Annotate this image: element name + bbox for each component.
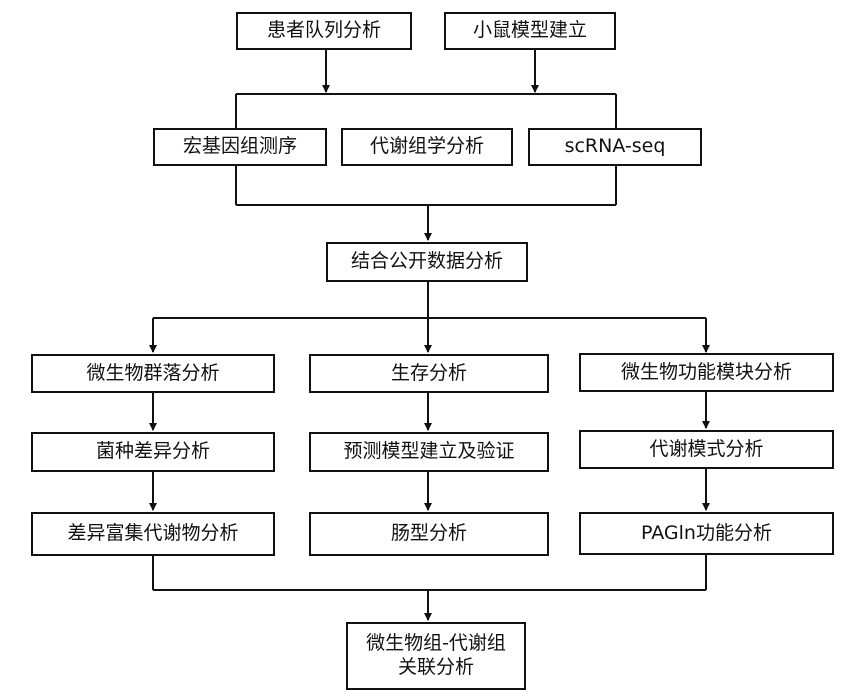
node-mouse-model: 小鼠模型建立 xyxy=(444,12,616,50)
node-patient-cohort: 患者队列分析 xyxy=(236,12,412,50)
node-label: 微生物群落分析 xyxy=(86,361,220,384)
node-metagenomics: 宏基因组测序 xyxy=(153,128,327,166)
node-label: 结合公开数据分析 xyxy=(350,250,503,273)
node-label: 微生物功能模块分析 xyxy=(620,360,792,383)
node-microbial-community: 微生物群落分析 xyxy=(31,354,275,393)
node-label: 差异富集代谢物分析 xyxy=(67,522,239,545)
node-pagln-function: PAGln功能分析 xyxy=(579,512,834,555)
node-survival: 生存分析 xyxy=(309,354,549,393)
node-label-line2: 关联分析 xyxy=(397,656,474,678)
node-label: PAGln功能分析 xyxy=(641,521,772,544)
node-metabolomics: 代谢组学分析 xyxy=(341,128,513,166)
node-enterotype: 肠型分析 xyxy=(309,512,549,556)
node-prediction-model: 预测模型建立及验证 xyxy=(309,432,549,472)
node-label: 肠型分析 xyxy=(390,522,467,545)
node-microbial-function: 微生物功能模块分析 xyxy=(579,353,834,392)
node-scrna-seq: scRNA-seq xyxy=(528,128,702,166)
node-label: 生存分析 xyxy=(390,361,467,384)
node-label: 宏基因组测序 xyxy=(182,135,297,158)
node-label: 菌种差异分析 xyxy=(95,440,210,463)
node-label: 代谢模式分析 xyxy=(649,437,764,460)
node-public-data: 结合公开数据分析 xyxy=(326,242,528,282)
node-label: scRNA-seq xyxy=(564,135,666,158)
node-label-line1: 微生物组-代谢组 xyxy=(366,632,506,655)
node-metabolic-pattern: 代谢模式分析 xyxy=(579,430,834,469)
node-label: 代谢组学分析 xyxy=(369,135,484,158)
node-differential-metabolites: 差异富集代谢物分析 xyxy=(31,512,275,556)
node-species-difference: 菌种差异分析 xyxy=(31,432,275,472)
node-label: 患者队列分析 xyxy=(266,19,381,42)
node-label: 小鼠模型建立 xyxy=(472,19,587,42)
node-microbiome-metabolome-correlation: 微生物组-代谢组 关联分析 xyxy=(346,622,526,690)
node-label: 预测模型建立及验证 xyxy=(343,440,515,463)
